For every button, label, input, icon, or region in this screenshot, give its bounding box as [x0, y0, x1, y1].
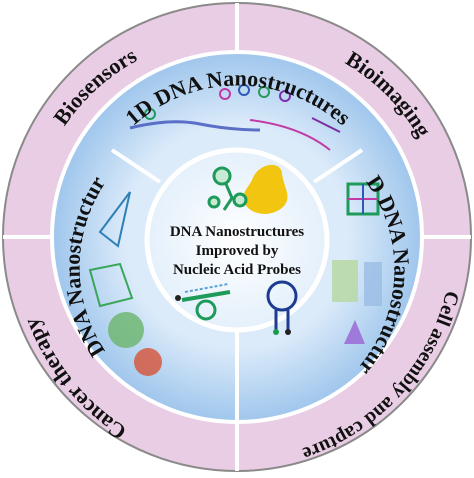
- center-hairpin-probe-icon: [175, 283, 231, 321]
- middle-divider: [110, 148, 162, 184]
- nanostructure-1d-illustration: [129, 84, 341, 151]
- nanostructure-2d-illustration: [332, 182, 382, 344]
- center-circle: [144, 147, 330, 333]
- center-yellow-blob: [243, 164, 288, 214]
- center-title-line3: Nucleic Acid Probes: [173, 262, 301, 278]
- center-title-line2: Improved by: [196, 243, 279, 259]
- nanostructure-3d-illustration: [88, 191, 162, 376]
- middle-divider: [312, 148, 364, 184]
- center-aptamer-icon: [207, 166, 248, 211]
- center-beacon-icon: [266, 280, 298, 335]
- center-title-line1: DNA Nanostructures: [170, 224, 304, 240]
